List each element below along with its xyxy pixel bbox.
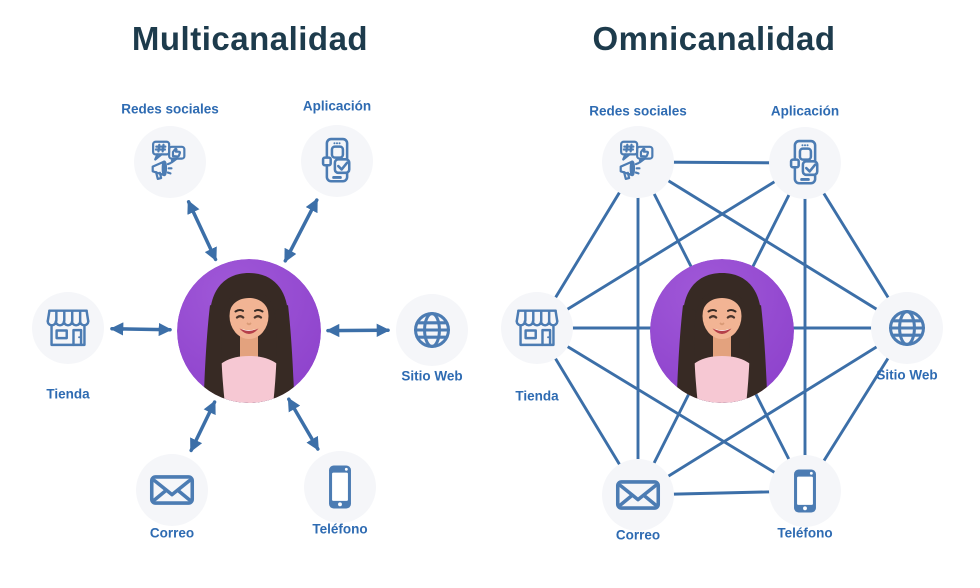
channel-label-sitio-web: Sitio Web: [876, 367, 938, 383]
channel-label-aplicacion: Aplicación: [770, 103, 840, 119]
channel-arrow: [283, 198, 319, 263]
channel-label-telefono: Teléfono: [312, 521, 368, 537]
channel-label-correo: Correo: [149, 525, 195, 541]
channel-label-tienda: Tienda: [515, 388, 559, 404]
channel-label-telefono: Teléfono: [777, 525, 833, 541]
channel-arrow: [189, 400, 217, 453]
channel-label-aplicacion: Aplicación: [302, 98, 372, 114]
channel-node-circle-aplicacion: [769, 127, 841, 199]
channel-node-circle-aplicacion: [301, 125, 373, 197]
channel-node-circle-redes-sociales: [134, 126, 206, 198]
channel-node-circle-redes-sociales: [602, 126, 674, 198]
channel-node-circle-telefono: [304, 451, 376, 523]
channel-label-tienda: Tienda: [46, 386, 90, 402]
channel-node-circle-tienda: [32, 292, 104, 364]
channel-node-circle-tienda: [501, 292, 573, 364]
channel-link-line: [535, 161, 807, 330]
channel-arrow: [109, 322, 173, 337]
channel-arrow: [287, 397, 320, 451]
customer-photo: [177, 259, 321, 403]
channel-node-circle-telefono: [769, 455, 841, 527]
channel-label-redes-sociales: Redes sociales: [589, 103, 687, 119]
channel-label-correo: Correo: [615, 527, 661, 543]
channel-node-circle-sitio-web: [396, 294, 468, 366]
channel-label-sitio-web: Sitio Web: [401, 368, 463, 384]
channel-link-line: [535, 326, 807, 493]
channel-arrow: [186, 200, 218, 262]
channel-node-circle-correo: [602, 459, 674, 531]
omnichannel-title: Omnicanalidad: [592, 20, 836, 57]
channel-link-line: [636, 326, 909, 497]
channel-node-circle-sitio-web: [871, 292, 943, 364]
channel-link-line: [636, 160, 909, 330]
channel-node-circle-correo: [136, 454, 208, 526]
customer-photo: [650, 259, 794, 403]
channel-label-redes-sociales: Redes sociales: [121, 101, 219, 117]
multichannel-title: Multicanalidad: [131, 20, 369, 57]
